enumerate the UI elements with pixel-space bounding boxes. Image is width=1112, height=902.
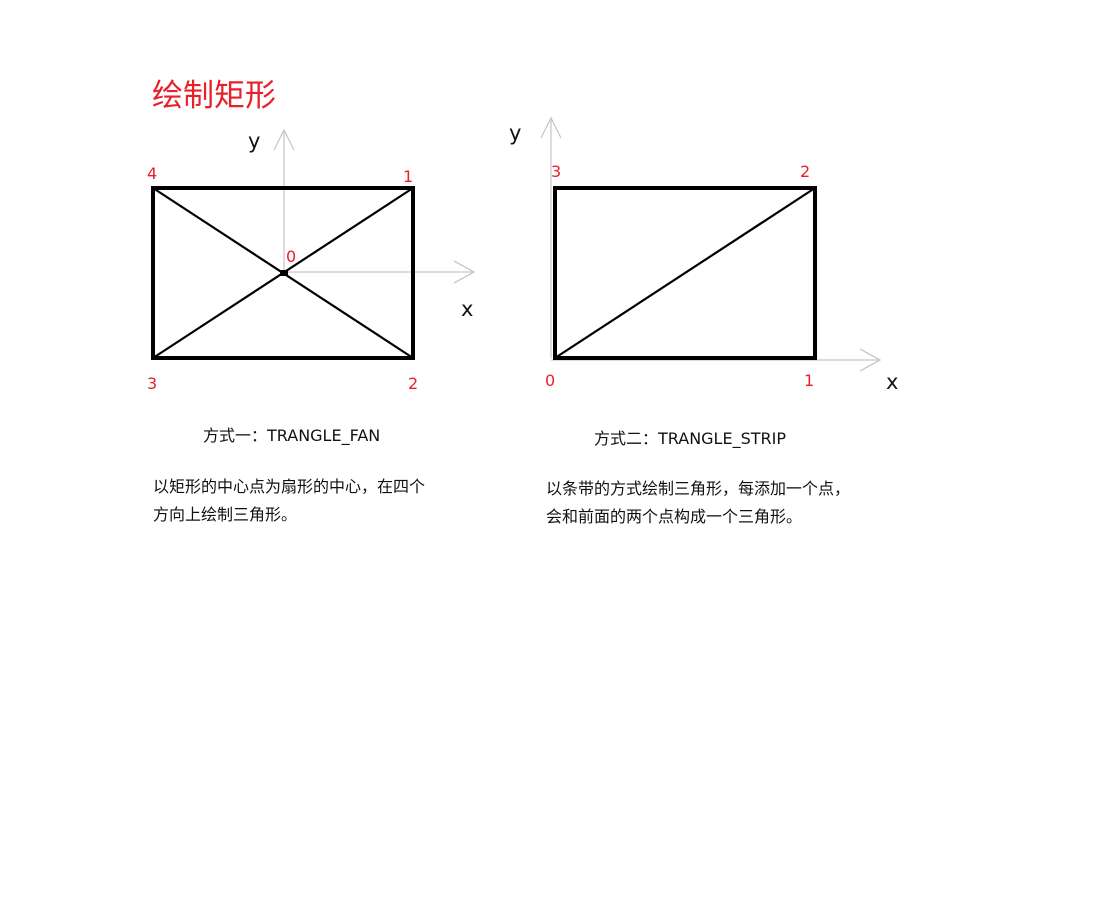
fan-description-line: 方向上绘制三角形。 [153,505,298,524]
fan-x-label: x [461,297,473,321]
strip-diagonal-0-2 [554,187,816,359]
strip-description-line: 会和前面的两个点构成一个三角形。 [546,507,803,526]
fan-rectangle [151,186,415,360]
strip-rectangle [553,186,817,360]
strip-description: 以条带的方式绘制三角形，每添加一个点， 会和前面的两个点构成一个三角形。 [546,475,850,531]
fan-vertex-1-label: 1 [403,167,413,186]
fan-description-line: 以矩形的中心点为扇形的中心，在四个 [153,477,426,496]
strip-caption: 方式二：TRANGLE_STRIP [594,429,786,448]
fan-description: 以矩形的中心点为扇形的中心，在四个 方向上绘制三角形。 [153,473,425,529]
strip-x-label: x [886,370,898,394]
strip-vertex-2-label: 2 [800,162,810,181]
fan-x-arrowhead [453,260,476,284]
fan-vertex-4-label: 4 [147,164,157,183]
fan-vertex-3-label: 3 [147,374,157,393]
fan-center-point [280,270,288,276]
fan-vertex-0-label: 0 [286,247,296,266]
strip-x-arrowhead [859,348,882,372]
strip-y-arrowhead [540,116,562,139]
strip-vertex-1-label: 1 [804,371,814,390]
fan-caption: 方式一：TRANGLE_FAN [203,426,381,445]
strip-diagram: y x 0 1 2 3 [509,116,898,394]
page-title: 绘制矩形 [152,78,276,114]
strip-vertex-3-label: 3 [551,162,561,181]
fan-diagram: y x 0 1 2 3 4 [147,128,476,393]
strip-y-label: y [509,121,521,145]
fan-y-arrowhead [273,128,295,151]
strip-description-line: 以条带的方式绘制三角形，每添加一个点， [546,479,851,498]
strip-vertex-0-label: 0 [545,371,555,390]
fan-vertex-2-label: 2 [408,374,418,393]
fan-y-label: y [248,129,260,153]
